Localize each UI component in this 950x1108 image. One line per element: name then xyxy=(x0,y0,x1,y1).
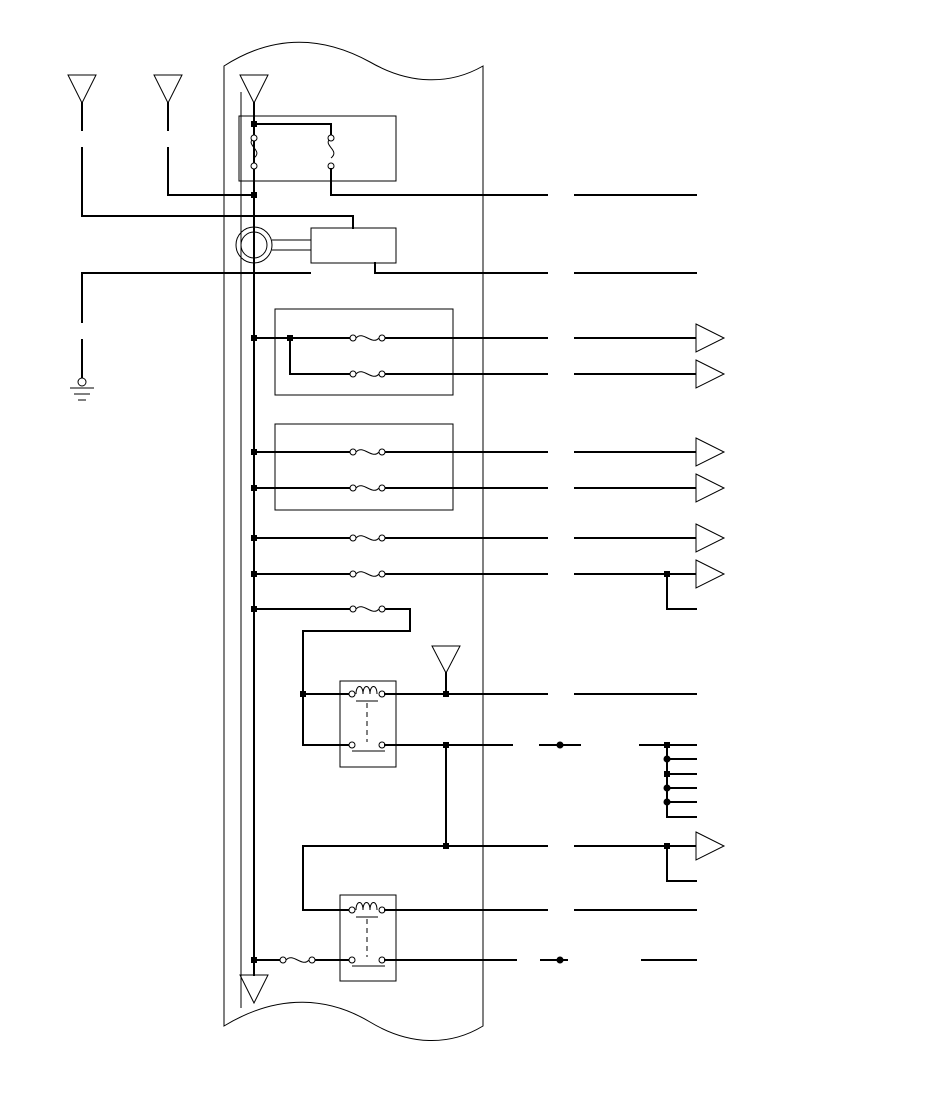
output-arrow-6 xyxy=(695,559,726,589)
fuse-6 xyxy=(349,570,386,578)
output-arrow-5 xyxy=(695,523,726,553)
junction-block-outline xyxy=(223,41,484,1041)
output-arrow-1 xyxy=(695,323,726,353)
current-sensor xyxy=(235,226,548,274)
supply-symbol-4 xyxy=(431,645,461,675)
ground-symbol xyxy=(70,339,94,401)
fuse-4 xyxy=(349,484,386,492)
fuse-8 xyxy=(279,956,316,964)
output-arrow-7 xyxy=(695,831,726,861)
relay-1 xyxy=(302,672,548,768)
fuse-link-box xyxy=(238,115,548,196)
fuse-7 xyxy=(349,605,386,613)
relay-interconnect xyxy=(302,744,447,911)
output-arrow-2 xyxy=(695,359,726,389)
fuse-box-1 xyxy=(274,308,454,396)
feed-wire-2 xyxy=(167,147,255,196)
fuse-3 xyxy=(349,448,386,456)
supply-symbol-1 xyxy=(67,74,97,131)
branch-circuit-7 xyxy=(253,608,411,746)
feed-wire-1 xyxy=(81,147,354,229)
ground-wire xyxy=(81,272,311,323)
fuse-1 xyxy=(349,334,386,342)
junction-dots xyxy=(251,121,671,964)
harness-wires-right xyxy=(539,194,697,961)
supply-symbol-5 xyxy=(239,974,269,1005)
fuse-box-2 xyxy=(274,423,454,511)
output-arrow-4 xyxy=(695,473,726,503)
supply-symbol-3 xyxy=(239,74,269,105)
fuse-symbols xyxy=(279,334,386,964)
relay-2 xyxy=(302,894,548,982)
output-arrow-3 xyxy=(695,437,726,467)
fuse-5 xyxy=(349,534,386,542)
fuse-2 xyxy=(349,370,386,378)
output-arrows xyxy=(695,323,726,861)
supply-symbol-2 xyxy=(153,74,183,131)
branch-circuit-2 xyxy=(289,337,548,375)
